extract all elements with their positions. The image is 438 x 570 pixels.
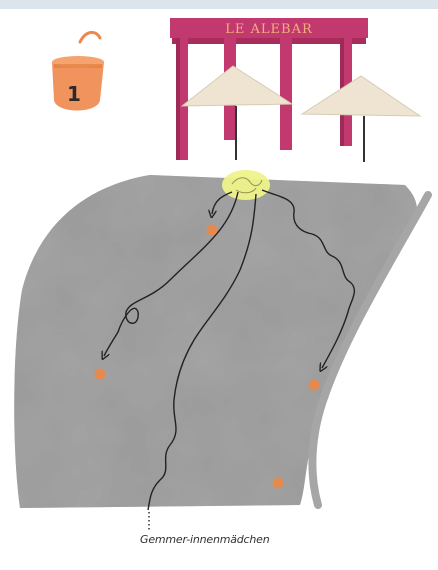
dot-marker-icon	[95, 369, 106, 380]
umbrella-right-icon	[302, 76, 420, 162]
dot-marker-icon	[207, 225, 218, 236]
dot-marker-icon	[309, 380, 320, 391]
umbrella-left-icon	[182, 66, 292, 160]
cup-number: 1	[67, 82, 81, 106]
road	[14, 175, 417, 508]
bar-sign-text: LE ALEBAR	[225, 22, 313, 37]
cup-icon: 1	[52, 32, 104, 110]
entrance-highlight	[222, 170, 270, 200]
caption-text: Gemmer-innenmädchen	[140, 533, 270, 546]
dot-marker-icon	[273, 478, 284, 489]
